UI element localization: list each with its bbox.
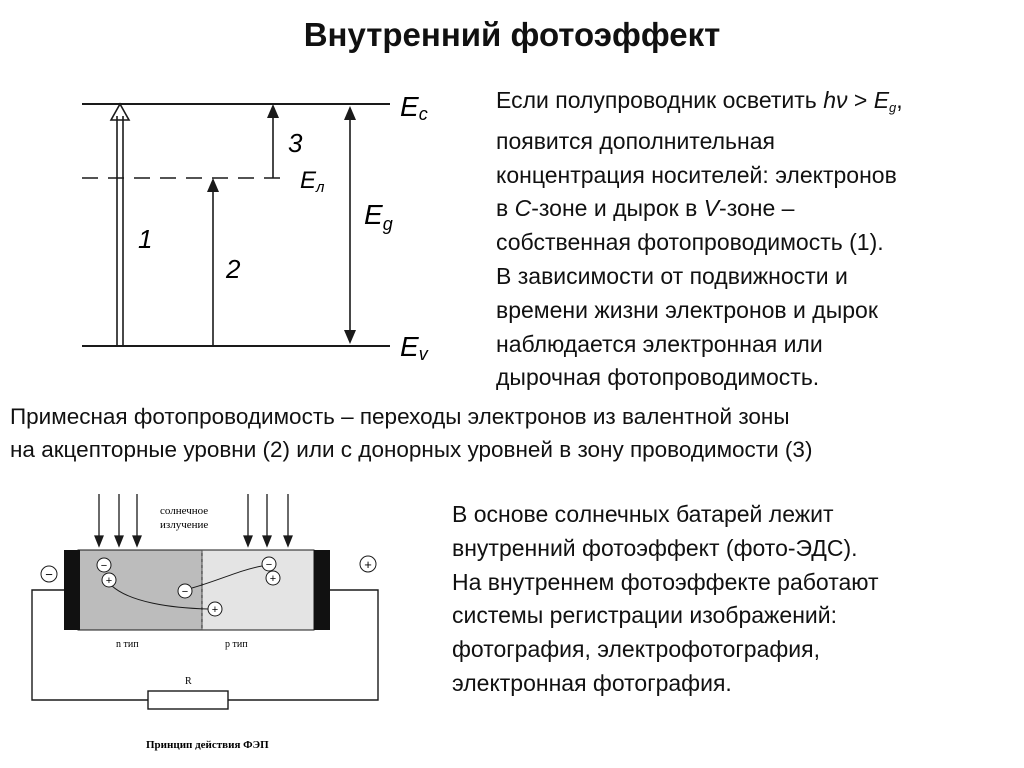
label-el: Eл (300, 167, 325, 196)
radiation-label-2: излучение (160, 519, 208, 531)
diagram-caption: Принцип действия ФЭП (146, 739, 269, 751)
solar-cell-diagram: солнечное излучение − + − + − + − + n ти… (31, 494, 379, 751)
p-region (201, 549, 315, 631)
label-3: 3 (288, 128, 303, 158)
radiation-label-1: солнечное (160, 505, 208, 517)
solar-cells-text: В основе солнечных батарей лежит внутрен… (452, 498, 879, 701)
load-resistor (147, 690, 229, 710)
text-line: системы регистрации изображений: (452, 602, 837, 629)
text-line: в C-зоне и дырок в V-зоне – (496, 195, 795, 222)
right-electrode (314, 550, 330, 630)
text-line: дырочная фотопроводимость. (496, 364, 820, 391)
plus-terminal: + (364, 557, 372, 572)
text-line: фотография, электрофотография, (452, 636, 820, 663)
n-type-label: n тип (116, 639, 139, 650)
text-line: На внутреннем фотоэффекте работают (452, 568, 879, 595)
text-line: на акцепторные уровни (2) или с донорных… (10, 437, 813, 462)
label-2: 2 (225, 254, 241, 284)
transition-arrow-1 (109, 102, 131, 346)
external-circuit (31, 589, 379, 701)
left-electrode (64, 550, 80, 630)
hole-sign: + (106, 575, 112, 587)
electron-sign: − (182, 586, 188, 598)
text-line: Примесная фотопроводимость – переходы эл… (10, 404, 790, 429)
label-eg: Eg (364, 199, 393, 234)
carrier-path-right (191, 565, 263, 589)
label-1: 1 (138, 224, 152, 254)
text-line: времени жизни электронов и дырок (496, 296, 878, 323)
slide-title: Внутренний фотоэффект (303, 16, 721, 53)
impurity-photoconductivity-text: Примесная фотопроводимость – переходы эл… (10, 400, 812, 466)
hole-sign: + (212, 604, 218, 616)
p-type-label: p тип (225, 639, 248, 650)
carriers: − + − + − + (96, 556, 281, 617)
electron-sign: − (101, 560, 107, 572)
electron-sign: − (266, 559, 272, 571)
radiation-arrows-right (243, 494, 293, 548)
text-line: наблюдается электронная или (496, 330, 823, 357)
text-line: концентрация носителей: электронов (496, 161, 897, 188)
band-diagram: 1 2 3 Ec Eл Eg Ev (82, 91, 429, 364)
carrier-path-left (111, 585, 209, 610)
text-line: В основе солнечных батарей лежит (452, 501, 834, 527)
intrinsic-photoconductivity-text: Если полупроводник осветить hν > Eg, поя… (496, 84, 903, 395)
transition-arrow-2 (207, 178, 219, 346)
text-line: собственная фотопроводимость (1). (496, 229, 884, 256)
radiation-arrows-left (94, 494, 142, 548)
text-line: электронная фотография. (452, 669, 732, 696)
label-ec: Ec (400, 91, 428, 124)
band-gap-arrow (344, 106, 356, 344)
text-line: Если полупроводник осветить hν > Eg, (496, 87, 903, 115)
transition-arrow-3 (267, 104, 279, 178)
resistor-label: R (185, 676, 192, 687)
text-line: появится дополнительная (496, 127, 775, 154)
text-line: В зависимости от подвижности и (496, 262, 848, 289)
hole-sign: + (270, 573, 276, 585)
label-ev: Ev (400, 331, 429, 364)
minus-terminal: − (45, 567, 53, 582)
text-line: внутренний фотоэффект (фото-ЭДС). (452, 534, 858, 561)
